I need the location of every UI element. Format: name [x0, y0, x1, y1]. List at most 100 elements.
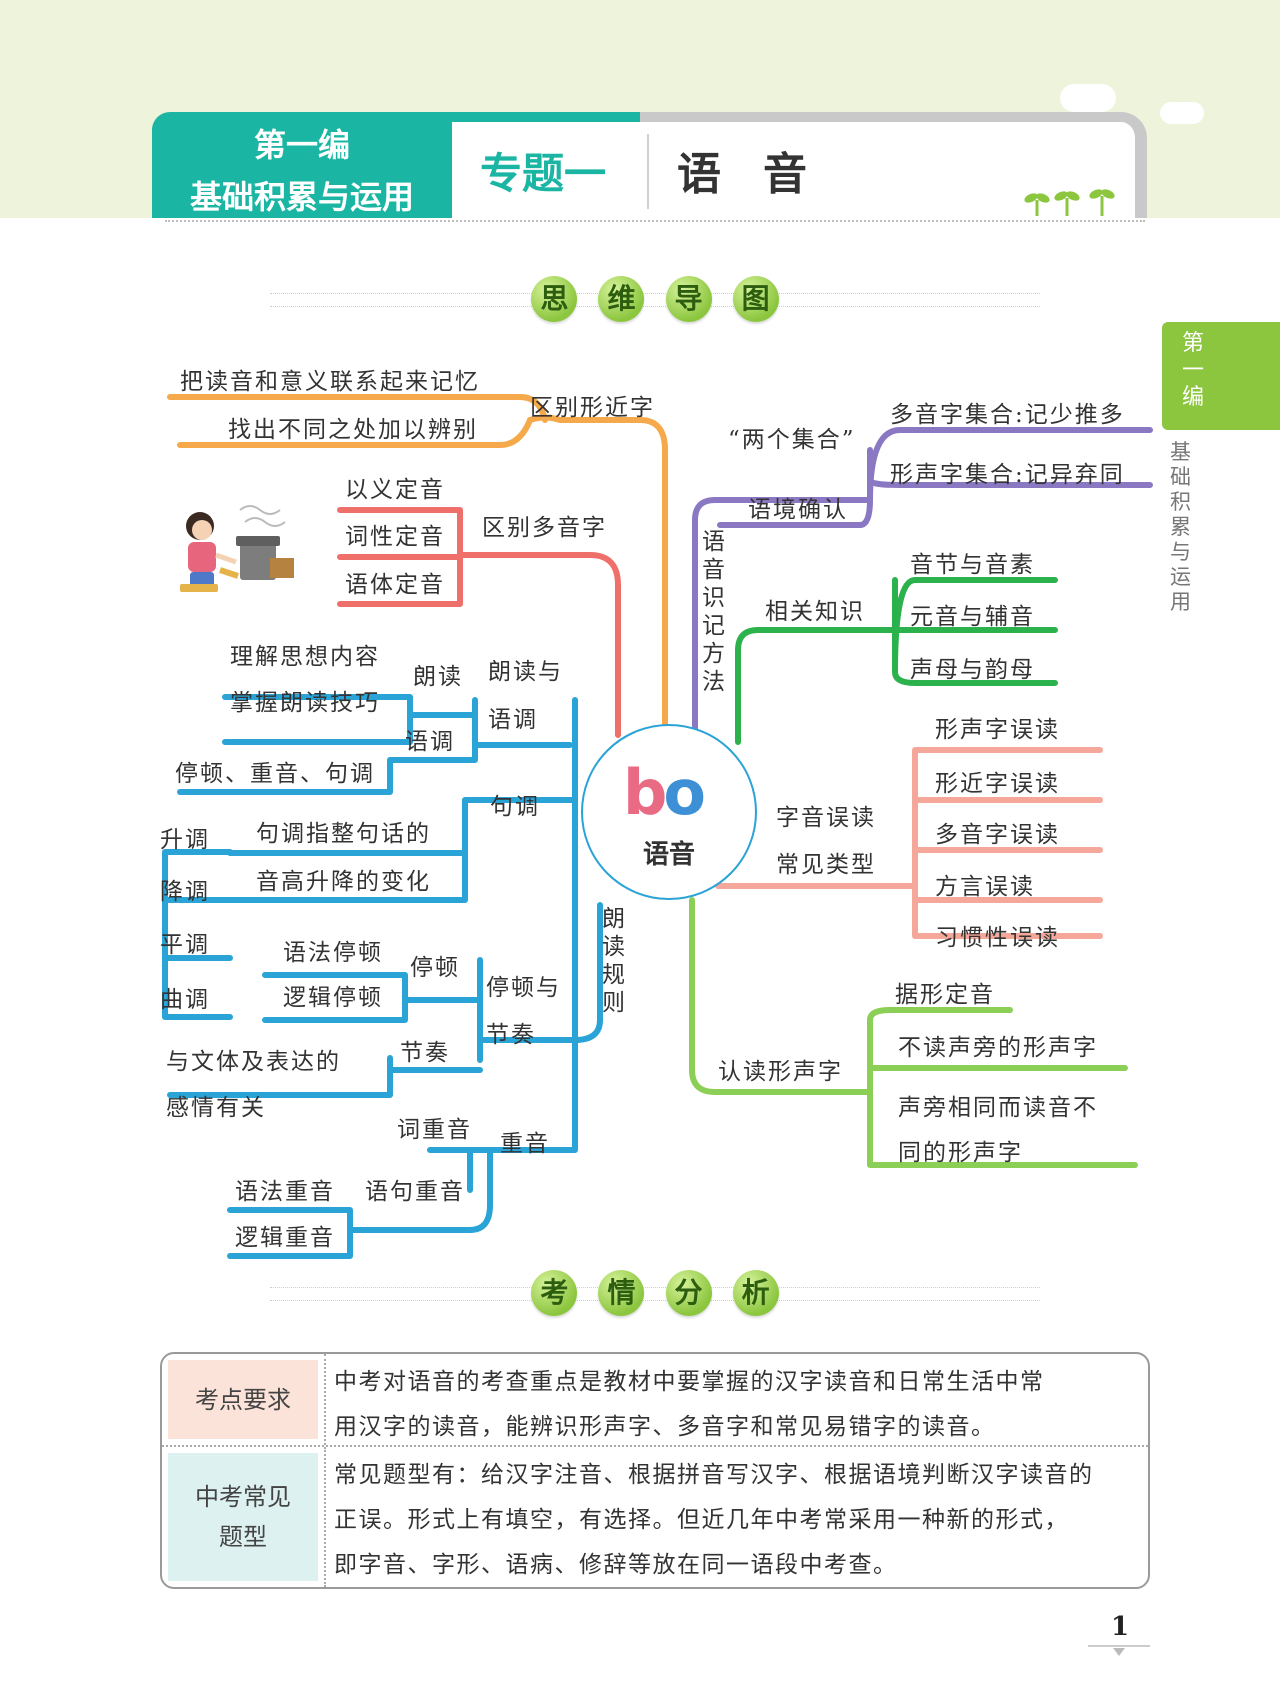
analysis-table: 考点要求 中考对语音的考查重点是教材中要掌握的汉字读音和日常生活中常 用汉字的读…	[160, 1352, 1150, 1589]
heading-char: 分	[665, 1270, 712, 1316]
node-sentence-tone: 句调	[490, 794, 540, 820]
node-reading-item: 掌握朗读技巧	[230, 690, 380, 716]
side-tab-sublabel: 基础积累与运用	[1170, 440, 1191, 614]
heading-char: 维	[598, 276, 645, 322]
column-divider	[324, 1354, 326, 1445]
header-divider	[165, 220, 1145, 222]
row-header: 中考常见题型	[168, 1453, 318, 1581]
heading-char: 思	[531, 276, 578, 322]
analysis-heading: 考 情 分 析	[270, 1270, 1040, 1320]
column-divider	[324, 1447, 326, 1587]
node-reading: 朗读	[413, 664, 463, 690]
node-phonetic-chars: 认读形声字	[718, 1059, 843, 1085]
mindmap-heading: 思 维 导 图	[270, 276, 1040, 326]
heading-bar	[270, 1287, 1040, 1301]
girl-cooking-illustration	[180, 505, 294, 592]
side-tab[interactable]: 第一编	[1162, 322, 1280, 430]
node-stress-item: 逻辑重音	[235, 1225, 335, 1251]
node-distinguish-similar: 区别形近字	[530, 395, 655, 421]
heading-char: 导	[665, 276, 712, 322]
edition-label: 第一编 基础积累与运用	[152, 112, 452, 218]
heading-char: 图	[732, 276, 779, 322]
row-body: 常见题型有：给汉字注音、根据拼音写汉字、根据语境判断汉字读音的 正误。形式上有填…	[334, 1453, 1138, 1587]
node-polyphone-item: 以义定音	[345, 477, 445, 503]
cloud-decoration	[1160, 102, 1204, 124]
node-similar-item: 把读音和意义联系起来记忆	[180, 369, 480, 395]
node-memory-methods: 语音识记方法	[702, 529, 725, 695]
heading-char: 析	[732, 1270, 779, 1316]
node-tone-type: 平调	[160, 932, 210, 958]
node-word-stress: 词重音	[397, 1117, 472, 1143]
node-misreading-item: 习惯性误读	[935, 925, 1060, 951]
edition-line2: 基础积累与运用	[189, 178, 414, 216]
node-phonetic-item3: 声旁相同而读音不	[898, 1095, 1098, 1121]
node-knowledge-item: 元音与辅音	[910, 604, 1035, 630]
page-number-underline	[1088, 1645, 1150, 1647]
node-tone-type: 降调	[160, 879, 210, 905]
node-reading-item: 理解思想内容	[230, 644, 380, 670]
node-similar-item: 找出不同之处加以辨别	[228, 417, 478, 443]
node-rhythm-desc-line2: 感情有关	[166, 1095, 266, 1121]
table-row: 考点要求 中考对语音的考查重点是教材中要掌握的汉字读音和日常生活中常 用汉字的读…	[162, 1354, 1148, 1447]
node-context: 语境确认	[748, 497, 848, 523]
cloud-decoration	[1060, 84, 1116, 112]
heading-balls: 思 维 导 图	[270, 276, 1040, 322]
row-body-line: 用汉字的读音，能辨识形声字、多音字和常见易错字的读音。	[334, 1414, 996, 1440]
node-tone-type: 曲调	[160, 987, 210, 1013]
row-header-text: 考点要求	[195, 1385, 291, 1414]
node-pause: 停顿	[410, 955, 460, 981]
edition-line1: 第一编	[253, 126, 350, 164]
node-stress-item: 语法重音	[235, 1179, 335, 1205]
topic-accent-bar	[450, 112, 640, 122]
heading-bar	[270, 293, 1040, 307]
node-reading-rules: 朗读规则	[602, 906, 625, 1016]
node-misreading-types: 字音误读	[776, 805, 876, 831]
row-body-line: 常见题型有：给汉字注音、根据拼音写汉字、根据语境判断汉字读音的	[334, 1462, 1094, 1488]
node-polyphone-item: 语体定音	[345, 572, 445, 598]
node-related-knowledge: 相关知识	[765, 599, 865, 625]
mindmap-connectors	[162, 394, 1153, 1259]
topic-title: 语音	[677, 149, 849, 200]
row-body-line: 即字音、字形、语病、修辞等放在同一语段中考查。	[334, 1552, 898, 1578]
node-rhythm-desc: 与文体及表达的	[166, 1049, 341, 1075]
topic-box: 专题一 语音	[450, 112, 1147, 218]
node-misreading-item: 形近字误读	[935, 771, 1060, 797]
page-number-marker	[1113, 1648, 1125, 1656]
node-rhythm: 节奏	[400, 1040, 450, 1066]
node-stress: 重音	[500, 1131, 550, 1157]
node-sentence-stress: 语句重音	[365, 1179, 465, 1205]
node-misreading-item: 形声字误读	[935, 717, 1060, 743]
node-tone-type: 升调	[160, 827, 210, 853]
row-body-line: 正误。形式上有填空，有选择。但近几年中考常采用一种新的形式，	[334, 1507, 1069, 1533]
page-number: 1	[1110, 1612, 1130, 1642]
node-pause-rhythm: 停顿与	[486, 975, 561, 1001]
center-label: 语音	[642, 840, 695, 870]
node-pause-item: 逻辑停顿	[283, 985, 383, 1011]
node-sentence-tone-desc: 句调指整句话的	[256, 821, 431, 847]
node-two-sets-item: 形声字集合:记异弃同	[890, 462, 1125, 488]
bo-logo: bo	[623, 756, 706, 829]
heading-char: 考	[531, 1270, 578, 1316]
node-misreading-item: 多音字误读	[935, 822, 1060, 848]
node-pause-item: 语法停顿	[283, 940, 383, 966]
node-phonetic-item3-line2: 同的形声字	[898, 1140, 1023, 1166]
row-header: 考点要求	[168, 1360, 318, 1439]
node-phonetic-item: 据形定音	[895, 982, 995, 1008]
node-knowledge-item: 音节与音素	[910, 552, 1035, 578]
node-two-sets-item: 多音字集合:记少推多	[890, 402, 1125, 428]
row-header-text: 中考常见题型	[195, 1483, 291, 1551]
node-two-sets: “两个集合”	[728, 427, 856, 453]
node-sentence-tone-desc-line2: 音高升降的变化	[256, 869, 431, 895]
node-tone-item: 停顿、重音、句调	[175, 761, 375, 787]
node-misreading-item: 方言误读	[935, 874, 1035, 900]
node-phonetic-item: 不读声旁的形声字	[898, 1035, 1098, 1061]
node-reading-tone-line2: 语调	[488, 707, 538, 733]
row-body-line: 中考对语音的考查重点是教材中要掌握的汉字读音和日常生活中常	[334, 1369, 1045, 1395]
heading-balls: 考 情 分 析	[270, 1270, 1040, 1316]
chapter-header: 第一编 基础积累与运用 专题一 语音	[152, 112, 1147, 218]
node-reading-tone: 朗读与	[488, 659, 563, 685]
node-misreading-types-line2: 常见类型	[776, 852, 876, 878]
node-distinguish-polyphone: 区别多音字	[482, 515, 607, 541]
node-pause-rhythm-line2: 节奏	[486, 1022, 536, 1048]
heading-char: 情	[598, 1270, 645, 1316]
